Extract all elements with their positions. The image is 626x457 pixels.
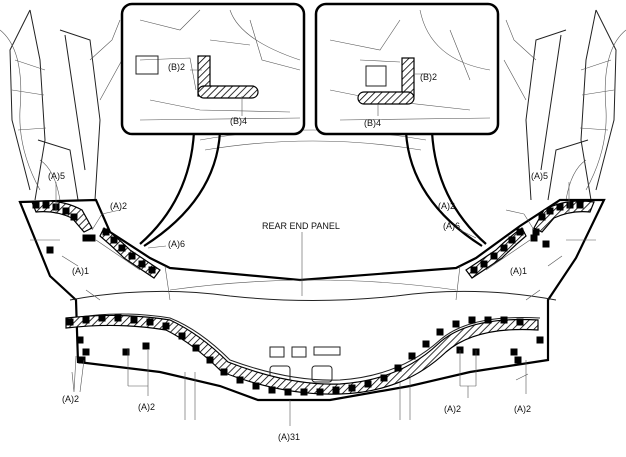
weld-point	[470, 266, 478, 274]
label-a31: (A)31	[278, 432, 300, 442]
weld-point	[364, 380, 372, 388]
weld-point	[82, 234, 90, 242]
weld-point	[62, 207, 70, 215]
weld-point	[220, 368, 228, 376]
weld-point	[148, 266, 156, 274]
weld-point	[348, 384, 356, 392]
weld-point	[484, 316, 492, 324]
weld-point	[66, 318, 74, 326]
leader-lines	[55, 69, 570, 426]
weld-point	[510, 348, 518, 356]
weld-point	[146, 318, 154, 326]
weld-point	[422, 340, 430, 348]
weld-point	[566, 201, 574, 209]
weld-point	[490, 252, 498, 260]
weld-point	[332, 386, 340, 394]
weld-point	[546, 207, 554, 215]
weld-point	[500, 316, 508, 324]
rear-panel-outline	[18, 198, 606, 420]
label-b2-right: (B)2	[420, 72, 437, 82]
weld-point	[162, 322, 170, 330]
weld-point	[516, 318, 524, 326]
callout-left	[120, 2, 306, 247]
weld-point	[284, 388, 292, 396]
callout-right	[314, 2, 500, 247]
weld-point	[538, 213, 546, 221]
weld-point	[98, 314, 106, 322]
label-a2-bottom-1: (A)2	[62, 394, 79, 404]
weld-point	[82, 348, 90, 356]
weld-point	[236, 376, 244, 384]
weld-point	[380, 374, 388, 382]
weld-point	[192, 344, 200, 352]
label-a5-right: (A)5	[531, 171, 548, 181]
weld-point	[138, 260, 146, 268]
weld-point	[508, 236, 516, 244]
weld-point	[516, 228, 524, 236]
weld-point	[268, 386, 276, 394]
weld-point	[252, 382, 260, 390]
weld-point	[142, 342, 150, 350]
weld-point	[178, 332, 186, 340]
weld-point	[76, 336, 84, 344]
weld-point	[206, 356, 214, 364]
label-a1-left: (A)1	[72, 266, 89, 276]
weld-point	[480, 260, 488, 268]
label-a6-left: (A)6	[168, 239, 185, 249]
weld-point	[128, 252, 136, 260]
weld-point	[576, 201, 584, 209]
label-b4-right: (B)4	[364, 118, 381, 128]
label-a2-bottom-3: (A)2	[444, 404, 461, 414]
label-a2-right-top: (A)2	[438, 201, 455, 211]
weld-point	[408, 352, 416, 360]
weld-point	[500, 244, 508, 252]
weld-point	[542, 240, 550, 248]
weld-point	[42, 201, 50, 209]
label-a2-bottom-2: (A)2	[138, 402, 155, 412]
label-a6-right: (A)6	[443, 221, 460, 231]
weld-point	[452, 320, 460, 328]
label-b2-left: (B)2	[168, 62, 185, 72]
weld-point	[514, 356, 522, 364]
weld-point	[316, 388, 324, 396]
label-a2-bottom-4: (A)2	[514, 404, 531, 414]
weld-point	[70, 213, 78, 221]
weld-point	[46, 246, 54, 254]
label-a5-left: (A)5	[48, 171, 65, 181]
label-b4-left: (B)4	[230, 116, 247, 126]
label-rear-end-panel: REAR END PANEL	[262, 221, 340, 231]
weld-point	[536, 336, 544, 344]
weld-point	[102, 228, 110, 236]
weld-point	[118, 244, 126, 252]
weld-point	[394, 364, 402, 372]
weld-point	[530, 234, 538, 242]
weld-point	[82, 316, 90, 324]
weld-point	[110, 236, 118, 244]
weld-point	[78, 356, 86, 364]
weld-point	[300, 388, 308, 396]
label-a2-left-top: (A)2	[110, 201, 127, 211]
weld-point	[122, 348, 130, 356]
weld-point	[88, 234, 96, 242]
weld-point	[532, 228, 540, 236]
body-structure	[0, 9, 626, 201]
weld-point	[556, 203, 564, 211]
weld-point	[114, 314, 122, 322]
weld-point	[468, 316, 476, 324]
weld-point	[32, 201, 40, 209]
callout-labels: (A)5 (A)5 (A)2 (A)2 (A)6 (A)6 (A)1 (A)1 …	[48, 62, 548, 442]
label-a1-right: (A)1	[510, 266, 527, 276]
weld-point	[130, 316, 138, 324]
weld-point	[436, 328, 444, 336]
